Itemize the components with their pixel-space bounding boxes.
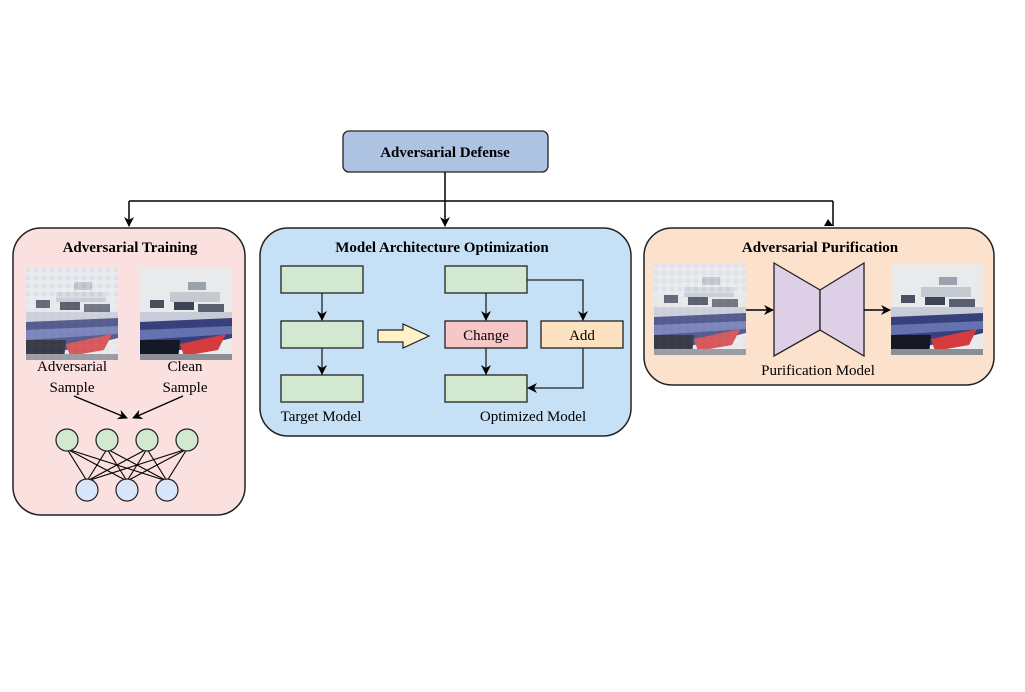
purification-model-label: Purification Model <box>761 363 875 379</box>
target-model <box>280 265 364 403</box>
optimized-model-label: Optimized Model <box>480 409 586 425</box>
network-edge <box>86 448 108 482</box>
network-input-node <box>135 428 159 452</box>
clean-sample-image <box>140 268 232 360</box>
root-node: Adversarial Defense <box>342 130 549 173</box>
add-branch-arrow <box>527 279 588 321</box>
purification-decoder <box>819 261 865 358</box>
target-layer-3 <box>280 374 364 403</box>
target-model-label: Target Model <box>281 409 362 425</box>
change-layer <box>444 320 528 349</box>
network-edge <box>166 448 188 482</box>
connectors <box>124 172 834 227</box>
add-merge-arrow <box>527 348 584 393</box>
change-label: Change <box>463 328 509 344</box>
adversarial-sample-label-line2: Sample <box>50 380 95 396</box>
purification-output-image <box>891 263 983 355</box>
arrow-to-purification-head <box>824 219 833 226</box>
add-layer <box>540 320 624 349</box>
network-edge <box>66 448 88 482</box>
adversarial-to-network-arrow <box>73 395 128 420</box>
network-input-node <box>55 428 79 452</box>
network-edge <box>86 448 188 482</box>
target-layer-2 <box>280 320 364 349</box>
network-output-node <box>75 478 99 502</box>
root-node-title: Adversarial Defense <box>380 145 510 161</box>
adversarial-sample-label-line1: Adversarial <box>37 359 107 375</box>
clean-to-network-arrow <box>132 395 184 419</box>
add-label: Add <box>569 328 595 344</box>
network-output-node <box>115 478 139 502</box>
optimized-layer-3 <box>444 374 528 403</box>
panel-adversarial-purification: Adversarial Purification Purification Mo… <box>643 227 995 386</box>
network-edge <box>126 448 188 482</box>
clean-sample-label-line1: Clean <box>168 359 203 375</box>
adversarial-sample-image <box>26 268 118 360</box>
panel-adversarial-training: Adversarial Training Adversarial Sample … <box>12 227 246 516</box>
network-edge <box>86 448 148 482</box>
network-output-node <box>155 478 179 502</box>
optimized-layer-1 <box>444 265 528 294</box>
network-input-node <box>95 428 119 452</box>
network-input-node <box>175 428 199 452</box>
optimized-model <box>444 265 624 403</box>
clean-sample-label-line2: Sample <box>163 380 208 396</box>
panel-model-architecture-optimization: Model Architecture Optimization Target M… <box>259 227 632 437</box>
panel-training-title: Adversarial Training <box>63 240 198 256</box>
panel-architecture-title: Model Architecture Optimization <box>335 240 549 256</box>
neural-network <box>55 428 199 502</box>
panel-purification-title: Adversarial Purification <box>742 240 899 256</box>
purification-input-image <box>654 263 746 355</box>
target-layer-1 <box>280 265 364 294</box>
transform-arrow <box>377 323 431 349</box>
